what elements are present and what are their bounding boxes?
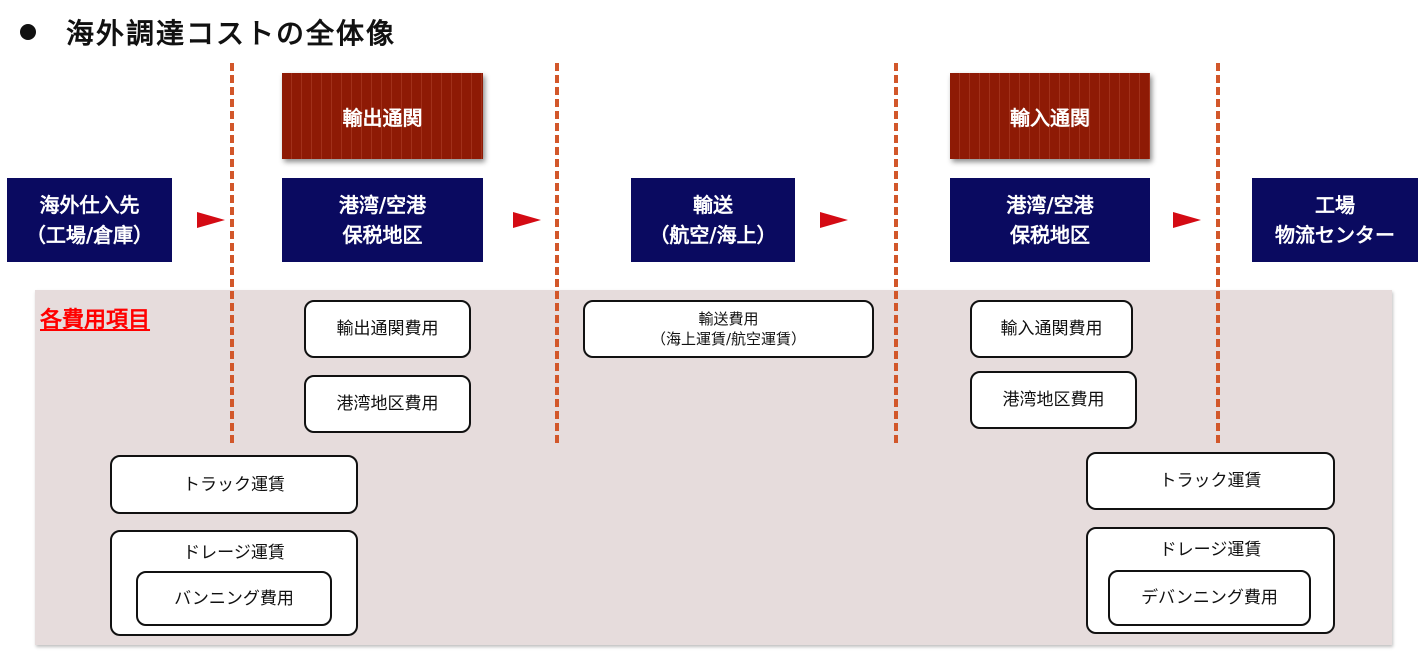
import-customs-box: 輸入通関	[950, 73, 1150, 159]
divider-line	[230, 63, 234, 443]
stage-label: 輸送	[693, 193, 733, 217]
stage-label: 工場	[1315, 193, 1355, 217]
cost-label: 輸出通関費用	[336, 319, 439, 339]
export-port-fee-box: 港湾地区費用	[304, 375, 471, 433]
arrow-right-icon	[513, 212, 541, 228]
cost-label: トラック運賃	[1159, 471, 1262, 491]
cost-sublabel: （海上運賃/航空運賃）	[650, 330, 807, 348]
export-customs-label: 輸出通関	[342, 105, 423, 130]
stage-export-port: 港湾/空港保税地区	[282, 178, 483, 262]
stage-sublabel: 物流センター	[1275, 223, 1395, 247]
bullet-icon	[20, 24, 36, 40]
import-port-fee-box: 港湾地区費用	[970, 371, 1137, 429]
stage-label: 海外仕入先	[39, 193, 140, 217]
export-customs-box: 輸出通関	[282, 73, 483, 159]
stage-sublabel: （航空/海上）	[649, 223, 777, 247]
export-customs-fee-box: 輸出通関費用	[304, 300, 471, 358]
page-title: 海外調達コストの全体像	[20, 12, 396, 52]
cost-label: バンニング費用	[174, 588, 294, 609]
import-customs-label: 輸入通関	[1010, 105, 1090, 130]
stage-label: 港湾/空港	[1006, 193, 1094, 217]
title-text: 海外調達コストの全体像	[66, 17, 397, 50]
divider-line	[1216, 63, 1220, 443]
divider-line	[894, 63, 898, 443]
cost-heading: 各費用項目	[40, 308, 151, 333]
arrow-right-icon	[820, 212, 848, 228]
import-customs-fee-box: 輸入通関費用	[970, 300, 1133, 358]
transport-fee-box: 輸送費用 （海上運賃/航空運賃）	[583, 300, 874, 358]
cost-label: 輸送費用	[698, 310, 759, 328]
stage-transport: 輸送 （航空/海上）	[631, 178, 795, 262]
origin-truck-fee-box: トラック運賃	[110, 455, 358, 514]
cost-label: ドレージ運賃	[183, 543, 285, 563]
cost-label: デバンニング費用	[1141, 588, 1278, 608]
cost-label: トラック運賃	[183, 474, 285, 495]
cost-label: 港湾地区費用	[336, 394, 439, 414]
arrow-right-icon	[1173, 212, 1201, 228]
arrow-right-icon	[197, 212, 225, 228]
stage-sublabel: 保税地区	[1010, 223, 1090, 247]
vanning-fee-box: バンニング費用	[136, 571, 332, 626]
cost-label: ドレージ運賃	[1159, 540, 1262, 560]
dest-truck-fee-box: トラック運賃	[1086, 452, 1335, 510]
divider-line	[555, 63, 559, 443]
stage-factory: 工場物流センター	[1252, 178, 1418, 262]
stage-sublabel: 保税地区	[342, 223, 423, 247]
stage-import-port: 港湾/空港保税地区	[950, 178, 1150, 262]
stage-label: 港湾/空港	[338, 193, 427, 217]
cost-label: 輸入通関費用	[1000, 319, 1103, 339]
devanning-fee-box: デバンニング費用	[1108, 570, 1311, 626]
stage-overseas-supplier: 海外仕入先 （工場/倉庫）	[7, 178, 172, 262]
cost-label: 港湾地区費用	[1002, 390, 1105, 410]
stage-sublabel: （工場/倉庫）	[25, 223, 154, 247]
